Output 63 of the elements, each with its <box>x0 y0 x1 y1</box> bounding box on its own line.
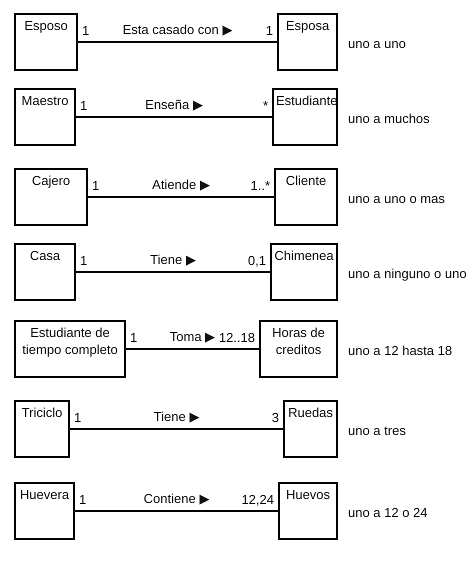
class-box <box>14 400 70 458</box>
class-box <box>270 243 338 301</box>
class-name: Cliente <box>284 173 328 190</box>
multiplicity-label: 1 <box>74 410 82 425</box>
edge-label: Toma ▶ <box>168 329 216 344</box>
multiplicity-label: * <box>262 98 268 113</box>
multiplicity-label: 12..18 <box>218 330 255 345</box>
class-box <box>14 13 78 71</box>
class-name: Chimenea <box>274 248 334 265</box>
class-name: Huevos <box>284 487 332 504</box>
class-box <box>14 243 76 301</box>
edge-label: Contiene ▶ <box>142 491 210 506</box>
multiplicity-label: 3 <box>272 410 279 425</box>
class-name: Maestro <box>20 93 70 110</box>
class-name: Huevera <box>18 487 70 504</box>
multiplicity-label: 1 <box>92 178 100 193</box>
edge-label: Enseña ▶ <box>144 97 204 112</box>
multiplicity-label: 1..* <box>250 178 270 193</box>
multiplicity-label: 12,24 <box>241 492 274 507</box>
class-box <box>14 168 88 226</box>
class-box <box>274 168 338 226</box>
association-line <box>126 348 259 350</box>
association-line <box>70 428 283 430</box>
association-line <box>76 271 270 273</box>
multiplicity-description: uno a ninguno o uno <box>348 266 467 281</box>
class-name: Cajero <box>30 173 72 190</box>
class-name: Horas de creditos <box>271 325 326 359</box>
class-name: Esposa <box>284 18 330 35</box>
multiplicity-description: uno a muchos <box>348 111 430 126</box>
edge-label: Tiene ▶ <box>149 252 197 267</box>
multiplicity-label: 1 <box>80 98 88 113</box>
class-name: Casa <box>28 248 62 265</box>
class-box <box>272 88 338 146</box>
edge-label: Esta casado con ▶ <box>122 22 234 37</box>
class-box <box>14 482 75 540</box>
association-line <box>75 510 278 512</box>
class-name: Esposo <box>23 18 69 35</box>
class-box <box>283 400 338 458</box>
multiplicity-label: 1 <box>82 23 90 38</box>
class-name: Estudiante <box>276 93 334 110</box>
edge-label: Atiende ▶ <box>151 177 211 192</box>
class-name: Triciclo <box>20 405 64 422</box>
multiplicity-description: uno a uno o mas <box>348 191 445 206</box>
multiplicity-description: uno a uno <box>348 36 406 51</box>
class-box <box>277 13 338 71</box>
multiplicity-label: 1 <box>80 253 88 268</box>
class-box <box>14 88 76 146</box>
edge-label: Tiene ▶ <box>152 409 200 424</box>
association-line <box>88 196 274 198</box>
multiplicity-description: uno a 12 o 24 <box>348 505 428 520</box>
multiplicity-description: uno a 12 hasta 18 <box>348 343 452 358</box>
class-box <box>14 320 126 378</box>
multiplicity-description: uno a tres <box>348 423 406 438</box>
class-box <box>259 320 338 378</box>
multiplicity-label: 1 <box>266 23 273 38</box>
multiplicity-label: 1 <box>79 492 86 507</box>
multiplicity-label: 0,1 <box>248 253 266 268</box>
class-name: Ruedas <box>287 405 334 422</box>
class-box <box>278 482 338 540</box>
multiplicity-label: 1 <box>130 330 138 345</box>
class-name: Estudiante de tiempo completo <box>21 325 119 359</box>
association-line <box>76 116 272 118</box>
association-line <box>78 41 277 43</box>
